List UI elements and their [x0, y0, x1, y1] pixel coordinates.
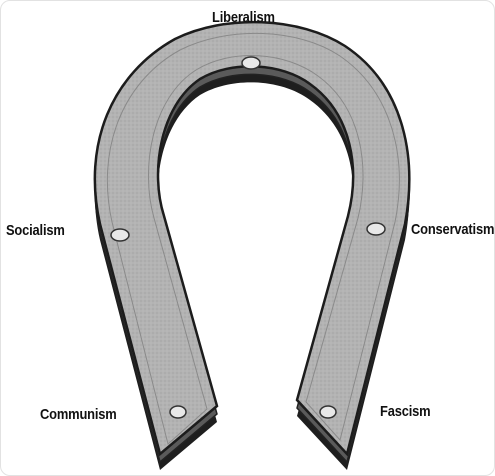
label-communism: Communism — [40, 406, 117, 423]
label-socialism: Socialism — [6, 222, 65, 239]
nail-hole-right — [367, 223, 385, 235]
nail-hole-left — [111, 229, 129, 241]
label-conservatism: Conservatism — [411, 221, 494, 238]
label-liberalism: Liberalism — [212, 9, 275, 26]
nail-hole-bottom-right — [320, 406, 336, 418]
horseshoe-face — [95, 22, 409, 454]
nail-hole-bottom-left — [170, 406, 186, 418]
label-fascism: Fascism — [380, 403, 430, 420]
nail-hole-top — [242, 57, 260, 69]
